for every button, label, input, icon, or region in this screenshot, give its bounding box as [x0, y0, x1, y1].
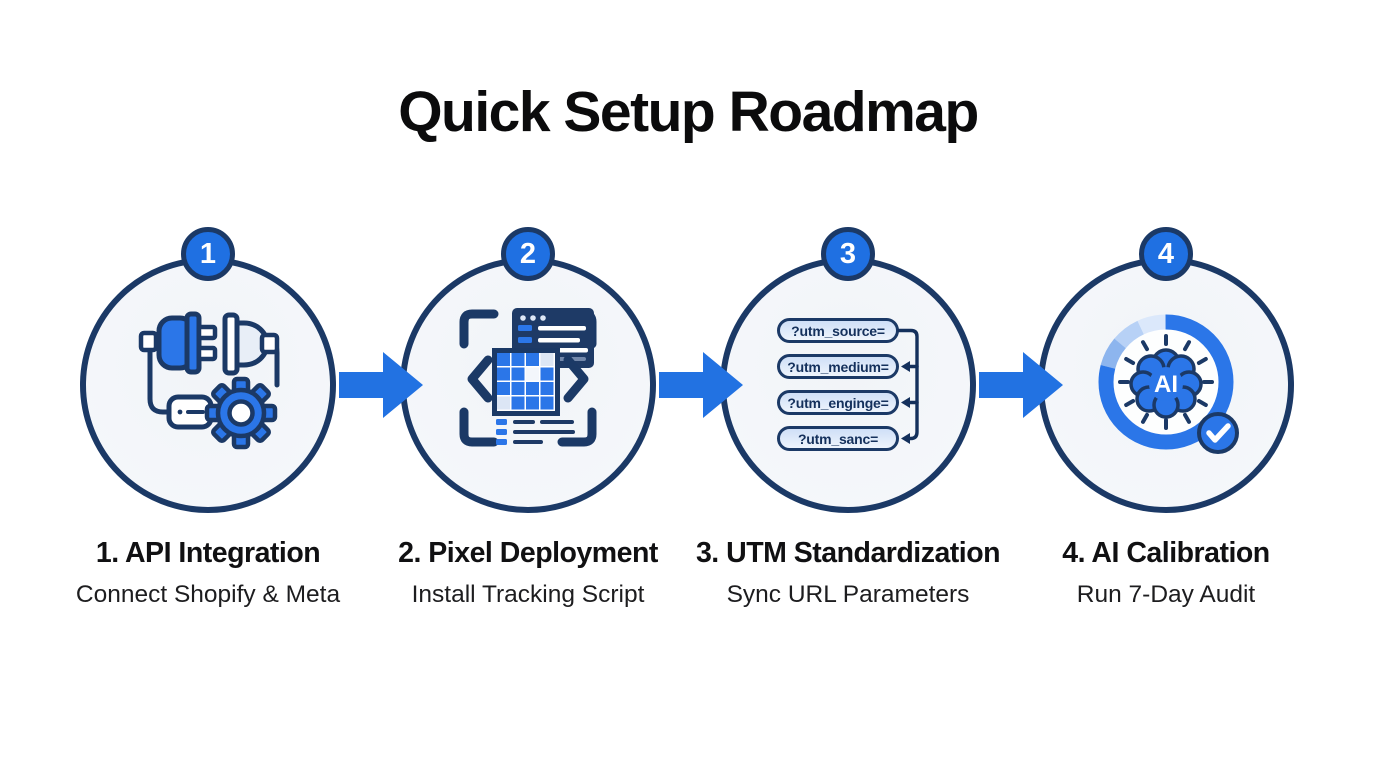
step-subtitle-1: Connect Shopify & Meta [75, 581, 341, 608]
plug-connection-gear-icon [138, 311, 280, 450]
flow-arrow-icon [659, 352, 743, 418]
step-number-badge-4: 4 [1139, 227, 1193, 281]
step-subtitle-2: Install Tracking Script [411, 581, 645, 608]
step-subtitle-4: Run 7-Day Audit [1076, 581, 1256, 608]
utm-pill-enginge: ?utm_enginge= [777, 390, 899, 415]
utm-pill-source-label: ?utm_source= [791, 322, 885, 339]
step-title-1: 1. API Integration [95, 537, 321, 569]
flow-arrow-icon [979, 352, 1063, 418]
utm-pill-sanc-label: ?utm_sanc= [797, 430, 879, 447]
flow-arrow-icon [339, 352, 423, 418]
step-subtitle-3: Sync URL Parameters [726, 581, 970, 608]
step-number-2: 2 [519, 237, 537, 270]
step-number-badge-3: 3 [821, 227, 875, 281]
utm-pill-source: ?utm_source= [777, 318, 899, 343]
step-title-4: 4. AI Calibration [1062, 537, 1270, 569]
step-title-3: 3. UTM Standardization [695, 537, 1001, 569]
pixel-grid-code-icon [459, 308, 597, 447]
utm-pill-enginge-label: ?utm_enginge= [787, 394, 889, 411]
ai-label: AI [1154, 371, 1178, 398]
step-number-4: 4 [1157, 237, 1175, 270]
step-number-badge-1: 1 [181, 227, 235, 281]
utm-pill-medium: ?utm_medium= [777, 354, 899, 379]
utm-pill-sanc: ?utm_sanc= [777, 426, 899, 451]
step-number-3: 3 [839, 237, 857, 270]
check-badge-icon [1197, 412, 1239, 454]
utm-pill-medium-label: ?utm_medium= [787, 358, 889, 375]
step-number-badge-2: 2 [501, 227, 555, 281]
page-title: Quick Setup Roadmap [398, 80, 979, 144]
step-number-1: 1 [199, 237, 217, 270]
step-title-2: 2. Pixel Deployment [398, 537, 658, 569]
utm-sync-arrows-icon [897, 328, 919, 444]
ai-brain-progress-icon: AI [1098, 314, 1239, 454]
step-circle-3 [720, 257, 976, 513]
